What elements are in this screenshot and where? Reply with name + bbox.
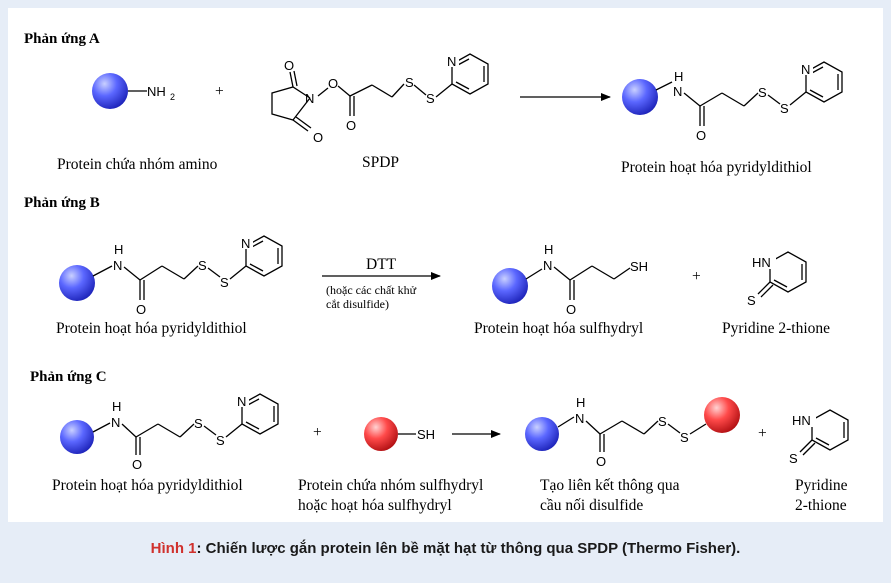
svg-text:N: N <box>801 62 810 77</box>
svg-text:N: N <box>111 415 120 430</box>
section-title-a: Phản ứng A <box>24 31 100 47</box>
svg-text:S: S <box>216 433 225 448</box>
svg-text:S: S <box>680 430 689 445</box>
sulfhydryl-protein: H N O SH <box>492 242 648 317</box>
svg-text:S: S <box>194 416 203 431</box>
protein-amino-molecule: NH 2 <box>92 73 175 109</box>
svg-text:S: S <box>198 258 207 273</box>
label-amino-protein: Protein chứa nhóm amino <box>57 156 218 173</box>
svg-text:HN: HN <box>752 255 771 270</box>
svg-text:S: S <box>789 451 798 466</box>
svg-text:H: H <box>112 399 121 414</box>
label-product-a: Protein hoạt hóa pyridyldithiol <box>621 159 812 176</box>
svg-text:O: O <box>696 128 706 143</box>
svg-text:HN: HN <box>792 413 811 428</box>
svg-text:O: O <box>313 130 323 145</box>
label-product-b: Protein hoạt hóa sulfhydryl <box>474 320 643 337</box>
svg-text:O: O <box>136 302 146 317</box>
label-product-c-1: Tạo liên kết thông qua <box>540 477 680 494</box>
svg-text:O: O <box>596 454 606 469</box>
plus-sign: + <box>758 425 767 442</box>
spdp-molecule: O O N O O S S N <box>271 53 489 145</box>
label-reactant2-c-1: Protein chứa nhóm sulfhydryl <box>298 477 483 494</box>
caption-text: : Chiến lược gắn protein lên bề mặt hạt … <box>196 540 741 557</box>
figure-caption: Hình 1: Chiến lược gắn protein lên bề mặ… <box>0 540 891 557</box>
amine-group: NH <box>147 84 166 99</box>
pyridyldithiol-protein-c: H N O S S N <box>60 393 279 472</box>
protein-sphere <box>92 73 128 109</box>
svg-text:H: H <box>576 395 585 410</box>
svg-text:S: S <box>758 85 767 100</box>
svg-text:H: H <box>114 242 123 257</box>
svg-text:S: S <box>747 293 756 308</box>
label-dtt: DTT <box>366 256 397 273</box>
svg-text:O: O <box>284 58 294 73</box>
plus-sign: + <box>692 268 701 285</box>
sulfhydryl-red-protein: SH <box>364 417 435 451</box>
condition-line-2: cắt disulfide) <box>326 297 389 311</box>
caption-label: Hình 1 <box>150 540 197 557</box>
pyridine-thione-c: HN S <box>789 409 849 466</box>
label-spdp: SPDP <box>362 154 399 171</box>
svg-text:N: N <box>237 394 246 409</box>
svg-text:N: N <box>447 54 456 69</box>
disulfide-conjugate: H N O S S <box>525 395 740 469</box>
pyridine-thione-b: HN S <box>747 251 807 308</box>
svg-text:S: S <box>658 414 667 429</box>
svg-text:O: O <box>566 302 576 317</box>
svg-text:H: H <box>674 69 683 84</box>
condition-line-1: (hoặc các chất khử <box>326 283 417 297</box>
reaction-scheme: Phản ứng A NH 2 Protein chứa nhóm amino … <box>24 31 849 514</box>
label-reactant-b: Protein hoạt hóa pyridyldithiol <box>56 320 247 337</box>
svg-text:H: H <box>544 242 553 257</box>
svg-text:S: S <box>426 91 435 106</box>
label-byproduct-b: Pyridine 2-thione <box>722 320 830 337</box>
svg-text:N: N <box>543 258 552 273</box>
pyridyldithiol-protein-a: H N O S S N <box>622 61 843 143</box>
label-product-c-2: cầu nối disulfide <box>540 497 643 514</box>
section-title-c: Phản ứng C <box>30 369 107 385</box>
svg-text:O: O <box>346 118 356 133</box>
svg-text:O: O <box>132 457 142 472</box>
svg-text:SH: SH <box>417 427 435 442</box>
label-byproduct-c-1: Pyridine <box>795 477 848 494</box>
svg-text:SH: SH <box>630 259 648 274</box>
svg-text:N: N <box>305 91 314 106</box>
svg-text:S: S <box>780 101 789 116</box>
svg-text:S: S <box>405 75 414 90</box>
plus-sign: + <box>313 424 322 441</box>
svg-text:N: N <box>113 258 122 273</box>
svg-text:O: O <box>328 76 338 91</box>
svg-text:N: N <box>673 84 682 99</box>
label-reactant2-c-2: hoặc hoạt hóa sulfhydryl <box>298 497 452 514</box>
section-title-b: Phản ứng B <box>24 195 100 211</box>
svg-text:2: 2 <box>170 92 175 102</box>
svg-text:S: S <box>220 275 229 290</box>
label-byproduct-c-2: 2-thione <box>795 497 847 514</box>
pyridyldithiol-protein-b: H N O S S N <box>59 235 283 317</box>
figure-panel <box>8 8 883 522</box>
svg-text:N: N <box>575 411 584 426</box>
label-reactant1-c: Protein hoạt hóa pyridyldithiol <box>52 477 243 494</box>
svg-text:N: N <box>241 236 250 251</box>
plus-sign: + <box>215 83 224 100</box>
